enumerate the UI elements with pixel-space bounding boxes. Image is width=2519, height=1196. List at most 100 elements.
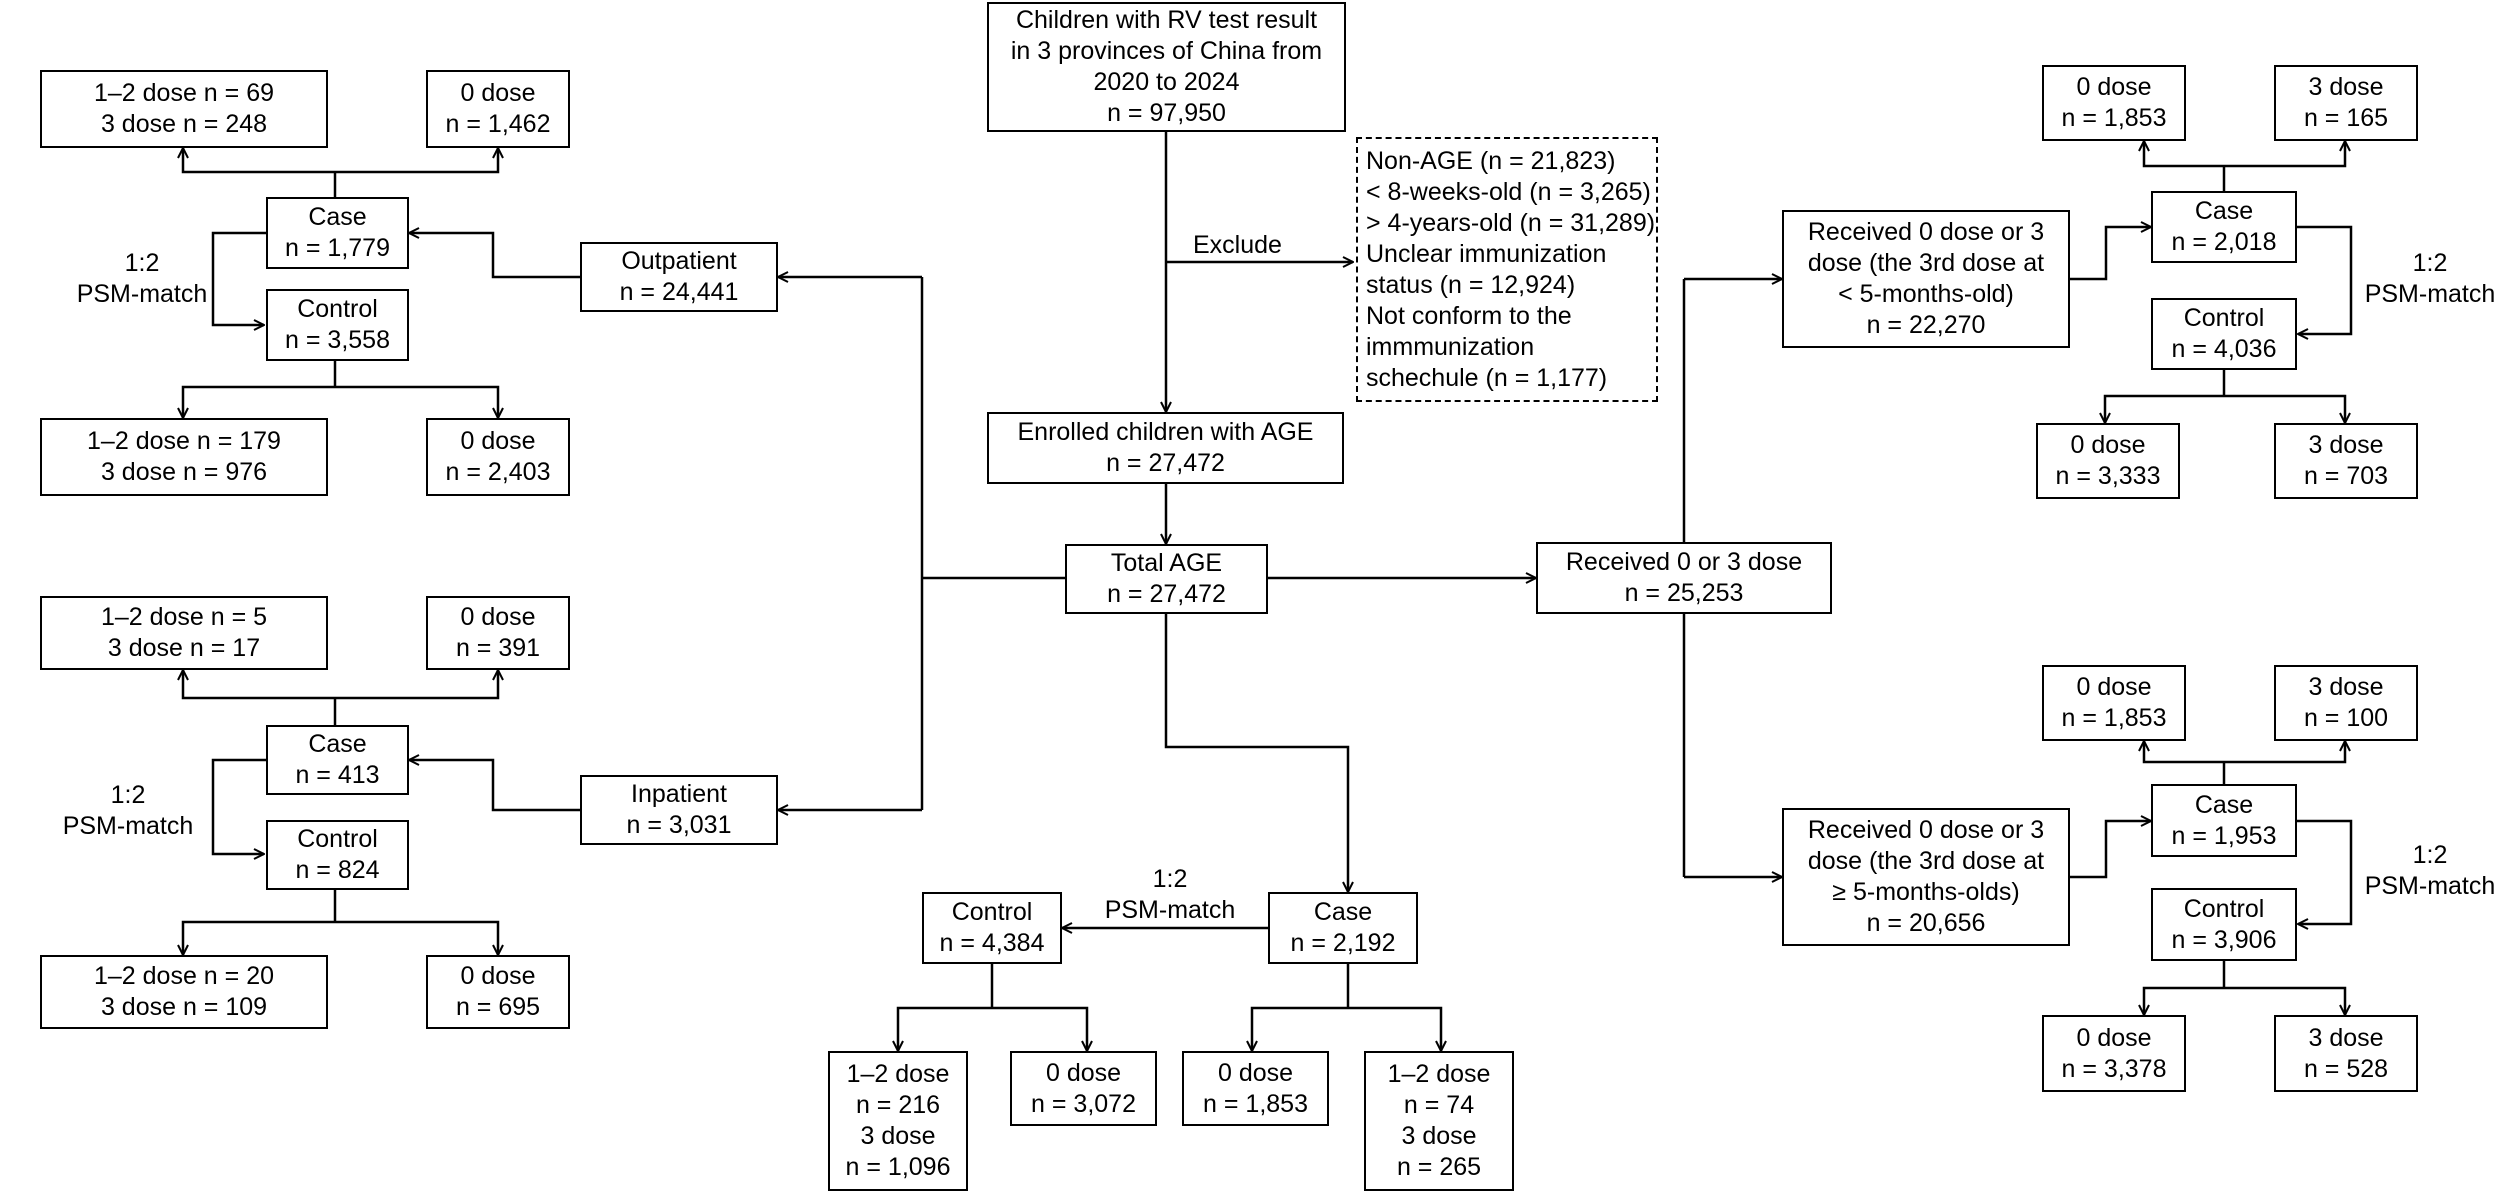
label-line: 1:2 xyxy=(1152,865,1188,893)
box-in-control-vaccinated: 1–2 dose n = 20 3 dose n = 109 xyxy=(40,955,328,1029)
box-line: 0 dose xyxy=(460,427,536,455)
arrow-r2-bot-l xyxy=(2144,986,2224,1015)
label-line: 1:2 xyxy=(2412,249,2448,277)
box-line: n = 391 xyxy=(455,634,541,662)
box-line: 3 dose xyxy=(1401,1122,1477,1150)
arrow-total-to-case xyxy=(1164,614,1348,892)
box-line: n = 165 xyxy=(2303,104,2389,132)
arrow-r2-to-case xyxy=(2070,821,2151,879)
exclusion-line: Unclear immunization xyxy=(1366,239,1607,268)
box-line: n = 2,192 xyxy=(1290,929,1396,957)
exclusion-line: > 4-years-old (n = 31,289) xyxy=(1366,208,1656,237)
box-mid-case-vaccinated: 1–2 dose n = 74 3 dose n = 265 xyxy=(1364,1051,1514,1191)
box-line: n = 1,953 xyxy=(2171,821,2277,850)
arrow-mid-ctrl-r xyxy=(992,1006,1087,1051)
box-line: 0 dose xyxy=(2070,431,2146,459)
box-line: Case xyxy=(1313,898,1373,926)
arrow-out-case-top-r xyxy=(335,148,498,174)
box-in-control-zero-dose: 0 dose n = 695 xyxy=(426,955,570,1029)
arrow-r1-top-r xyxy=(2224,141,2345,168)
box-r1-received: Received 0 dose or 3 dose (the 3rd dose … xyxy=(1782,210,2070,348)
box-exclusion-criteria: Non-AGE (n = 21,823) < 8-weeks-old (n = … xyxy=(1356,137,1658,402)
arrow-r2-psm xyxy=(2297,819,2353,924)
box-line: n = 1,462 xyxy=(445,110,551,138)
box-line: n = 27,472 xyxy=(1106,449,1225,477)
box-line: 0 dose xyxy=(2076,1023,2152,1052)
box-line: Case xyxy=(2194,197,2254,225)
arrow-inpatient-to-case xyxy=(409,760,580,812)
arrow-r1-bot-r xyxy=(2224,394,2345,423)
box-line: n = 1,096 xyxy=(845,1153,951,1181)
box-line: n = 27,472 xyxy=(1107,580,1226,608)
box-out-control-vaccinated: 1–2 dose n = 179 3 dose n = 976 xyxy=(40,418,328,496)
arrow-out-case-top-l xyxy=(183,148,335,174)
box-line: Case xyxy=(2194,790,2254,819)
arrow-out-ctrl-bot-r xyxy=(335,385,498,418)
box-mid-case: Case n = 2,192 xyxy=(1268,892,1418,964)
box-line: Case xyxy=(308,203,367,231)
box-line: dose (the 3rd dose at xyxy=(1807,249,2045,277)
out-psm-label: 1:2 PSM-match xyxy=(62,248,222,310)
box-line: n = 265 xyxy=(1396,1153,1482,1181)
arrow-in-ctrl-bot-l xyxy=(183,920,335,955)
box-line: n = 4,384 xyxy=(939,929,1045,957)
box-line: 1–2 dose n = 20 xyxy=(93,962,275,990)
box-outpatient: Outpatient n = 24,441 xyxy=(580,242,778,312)
box-in-case-vaccinated: 1–2 dose n = 5 3 dose n = 17 xyxy=(40,596,328,670)
box-line: n = 3,333 xyxy=(2055,462,2161,490)
box-r1-control-zero-dose: 0 dose n = 3,333 xyxy=(2036,423,2180,499)
box-line: Outpatient xyxy=(621,247,737,275)
box-line: 3 dose n = 109 xyxy=(100,993,268,1021)
box-line: n = 22,270 xyxy=(1866,311,1986,339)
arrow-r1-psm xyxy=(2297,225,2353,334)
box-line: Received 0 dose or 3 xyxy=(1807,218,2045,246)
box-r1-case-zero-dose: 0 dose n = 1,853 xyxy=(2042,65,2186,141)
box-line: 3 dose n = 17 xyxy=(107,634,261,662)
box-line: Control xyxy=(2183,894,2265,923)
box-line: 0 dose xyxy=(1045,1058,1122,1087)
box-line: n = 1,853 xyxy=(1203,1089,1308,1118)
box-line: n = 2,403 xyxy=(445,458,551,486)
box-in-case-zero-dose: 0 dose n = 391 xyxy=(426,596,570,670)
box-received-0-or-3: Received 0 or 3 dose n = 25,253 xyxy=(1536,542,1832,614)
box-r2-case: Case n = 1,953 xyxy=(2151,784,2297,857)
box-enrolled: Enrolled children with AGE n = 27,472 xyxy=(987,412,1344,484)
box-line: n = 3,072 xyxy=(1031,1089,1136,1118)
box-line: n = 413 xyxy=(295,761,380,789)
box-line: n = 3,378 xyxy=(2061,1054,2167,1083)
arrow-mid-case-r xyxy=(1348,1006,1441,1051)
box-r2-control-zero-dose: 0 dose n = 3,378 xyxy=(2042,1015,2186,1092)
box-line: Received 0 or 3 dose xyxy=(1565,548,1803,576)
box-line: n = 4,036 xyxy=(2171,335,2277,363)
box-mid-control-zero-dose: 0 dose n = 3,072 xyxy=(1010,1051,1157,1126)
box-line: n = 528 xyxy=(2303,1054,2389,1083)
box-line: 3 dose n = 976 xyxy=(100,458,268,486)
box-line: n = 703 xyxy=(2303,462,2389,490)
box-line: 3 dose xyxy=(2308,73,2384,101)
label-line: PSM-match xyxy=(76,280,208,308)
exclusion-line: Not conform to the xyxy=(1366,301,1572,330)
box-line: dose (the 3rd dose at xyxy=(1807,847,2045,875)
box-line: Enrolled children with AGE xyxy=(1017,418,1314,446)
box-line: Control xyxy=(297,295,378,323)
arrow-r2-bot-r xyxy=(2224,986,2345,1015)
box-line: 3 dose xyxy=(860,1122,936,1150)
box-line: Total AGE xyxy=(1110,549,1223,577)
box-line: Received 0 dose or 3 xyxy=(1807,816,2045,844)
box-line: Control xyxy=(2183,304,2265,332)
arrow-in-psm xyxy=(211,758,266,854)
box-line: Control xyxy=(951,898,1033,926)
arrow-r1-to-case xyxy=(2070,227,2151,281)
arrow-outpatient-to-case xyxy=(409,233,580,279)
box-out-control-zero-dose: 0 dose n = 2,403 xyxy=(426,418,570,496)
arrow-out-ctrl-bot-l xyxy=(183,385,335,418)
r1-psm-label: 1:2 PSM-match xyxy=(2350,248,2510,310)
box-r2-received: Received 0 dose or 3 dose (the 3rd dose … xyxy=(1782,808,2070,946)
box-r1-control-3-dose: 3 dose n = 703 xyxy=(2274,423,2418,499)
box-line: n = 3,031 xyxy=(626,811,732,839)
box-mid-control: Control n = 4,384 xyxy=(922,892,1062,964)
box-out-case: Case n = 1,779 xyxy=(266,197,409,269)
arrow-out-psm xyxy=(211,231,266,325)
